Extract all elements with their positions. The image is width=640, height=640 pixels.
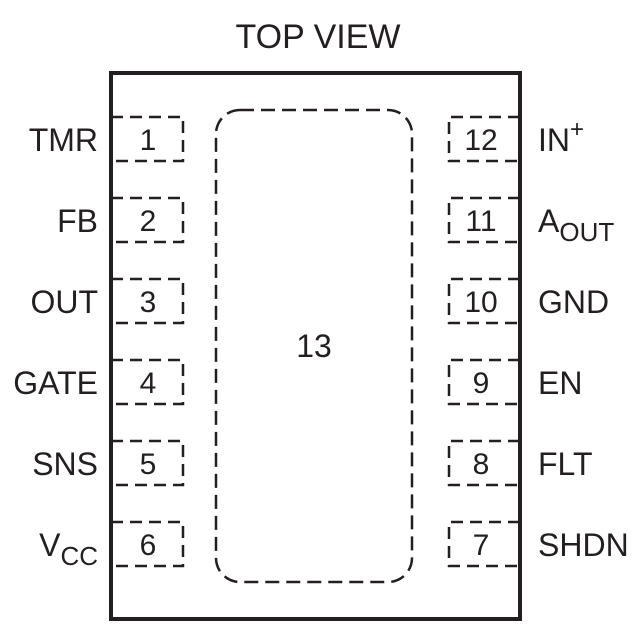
pin-1: 1 TMR bbox=[29, 115, 185, 163]
pin-number: 7 bbox=[473, 529, 490, 562]
pin-name-main: V bbox=[39, 527, 61, 563]
pin-12: 12 IN+ bbox=[447, 115, 584, 163]
thermal-pad-number: 13 bbox=[296, 328, 332, 364]
pin-number: 2 bbox=[140, 205, 157, 238]
pin-name-main: A bbox=[538, 203, 560, 239]
pin-number: 11 bbox=[465, 205, 496, 238]
pin-pad bbox=[111, 277, 185, 325]
pin-name: SHDN bbox=[538, 527, 629, 563]
pin-name-main: EN bbox=[538, 365, 582, 401]
pin-pad bbox=[111, 115, 185, 163]
pin-name: EN bbox=[538, 365, 582, 401]
pin-8: 8 FLT bbox=[447, 439, 593, 487]
thermal-pad bbox=[214, 108, 414, 584]
pin-name: GND bbox=[538, 284, 609, 320]
pin-name-main: FB bbox=[57, 203, 98, 239]
pin-number: 12 bbox=[464, 124, 497, 157]
pin-number: 5 bbox=[140, 448, 157, 481]
pin-name-main: SHDN bbox=[538, 527, 629, 563]
pin-pad bbox=[111, 196, 185, 244]
pin-name-main: SNS bbox=[32, 446, 98, 482]
pin-11: 11 AOUT bbox=[447, 196, 614, 247]
package-outline bbox=[109, 71, 522, 621]
pin-name-superscript: + bbox=[570, 116, 584, 143]
pin-name: AOUT bbox=[538, 203, 614, 247]
pin-name-main: IN bbox=[538, 122, 570, 158]
pin-number: 8 bbox=[473, 448, 490, 481]
pin-name: IN+ bbox=[538, 116, 584, 158]
pin-name: FLT bbox=[538, 446, 593, 482]
pin-number: 9 bbox=[473, 367, 490, 400]
pin-10: 10 GND bbox=[447, 277, 609, 325]
pin-name-main: OUT bbox=[30, 284, 98, 320]
pin-name-main: GND bbox=[538, 284, 609, 320]
pin-6: 6 VCC bbox=[39, 520, 185, 571]
pin-pad bbox=[111, 520, 185, 568]
pin-number: 10 bbox=[464, 286, 497, 319]
pin-name: VCC bbox=[39, 527, 98, 571]
pin-name: FB bbox=[57, 203, 98, 239]
pin-name: OUT bbox=[30, 284, 98, 320]
diagram-title: TOP VIEW bbox=[235, 18, 400, 56]
pin-7: 7 SHDN bbox=[447, 520, 629, 568]
pin-name-main: FLT bbox=[538, 446, 593, 482]
pin-name: GATE bbox=[13, 365, 98, 401]
pin-name-main: GATE bbox=[13, 365, 98, 401]
pin-number: 6 bbox=[140, 529, 157, 562]
pin-4: 4 GATE bbox=[13, 358, 185, 406]
pin-3: 3 OUT bbox=[30, 277, 185, 325]
pin-name: SNS bbox=[32, 446, 98, 482]
pin-number: 4 bbox=[140, 367, 157, 400]
pin-name: TMR bbox=[29, 122, 98, 158]
left-pin-column: 1 TMR 2 FB 3 OUT 4 GATE 5 SNS 6 VCC bbox=[13, 115, 185, 571]
pin-name-subscript: CC bbox=[60, 541, 98, 571]
pin-pad bbox=[111, 439, 185, 487]
pin-5: 5 SNS bbox=[32, 439, 185, 487]
pin-name-main: TMR bbox=[29, 122, 98, 158]
pin-name-subscript: OUT bbox=[559, 217, 614, 247]
pin-2: 2 FB bbox=[57, 196, 185, 244]
pin-number: 1 bbox=[140, 124, 157, 157]
pin-number: 3 bbox=[140, 286, 157, 319]
pin-pad bbox=[111, 358, 185, 406]
pin-9: 9 EN bbox=[447, 358, 582, 406]
